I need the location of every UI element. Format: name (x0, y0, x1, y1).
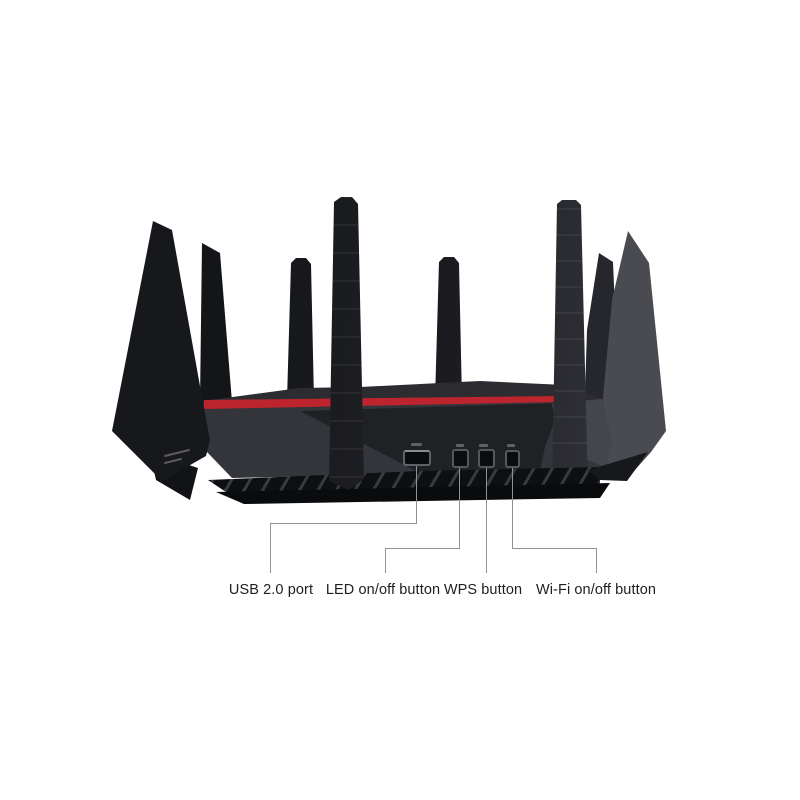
led-on-off-button (452, 449, 469, 468)
callout-label-led: LED on/off button (325, 582, 441, 598)
usb-icon (411, 443, 422, 446)
callout-line-usb (270, 523, 271, 573)
callout-line-wifi (512, 468, 513, 548)
callout-line-led (459, 468, 460, 548)
led-mark (456, 444, 464, 447)
callout-line-usb (416, 466, 417, 523)
callout-line-led (385, 548, 386, 573)
wifi-on-off-button (505, 450, 520, 468)
callout-label-wps: WPS button (443, 582, 523, 598)
callout-label-usb: USB 2.0 port (228, 582, 314, 598)
callout-line-wps (486, 468, 487, 573)
usb-2.0-port (403, 450, 431, 466)
callout-line-led (385, 548, 460, 549)
wifi-mark (507, 444, 515, 447)
callout-line-usb (270, 523, 417, 524)
callout-line-wifi (512, 548, 597, 549)
wps-button (478, 449, 495, 468)
wps-mark (479, 444, 488, 447)
callout-label-wifi: Wi-Fi on/off button (535, 582, 657, 598)
callout-line-wifi (596, 548, 597, 573)
